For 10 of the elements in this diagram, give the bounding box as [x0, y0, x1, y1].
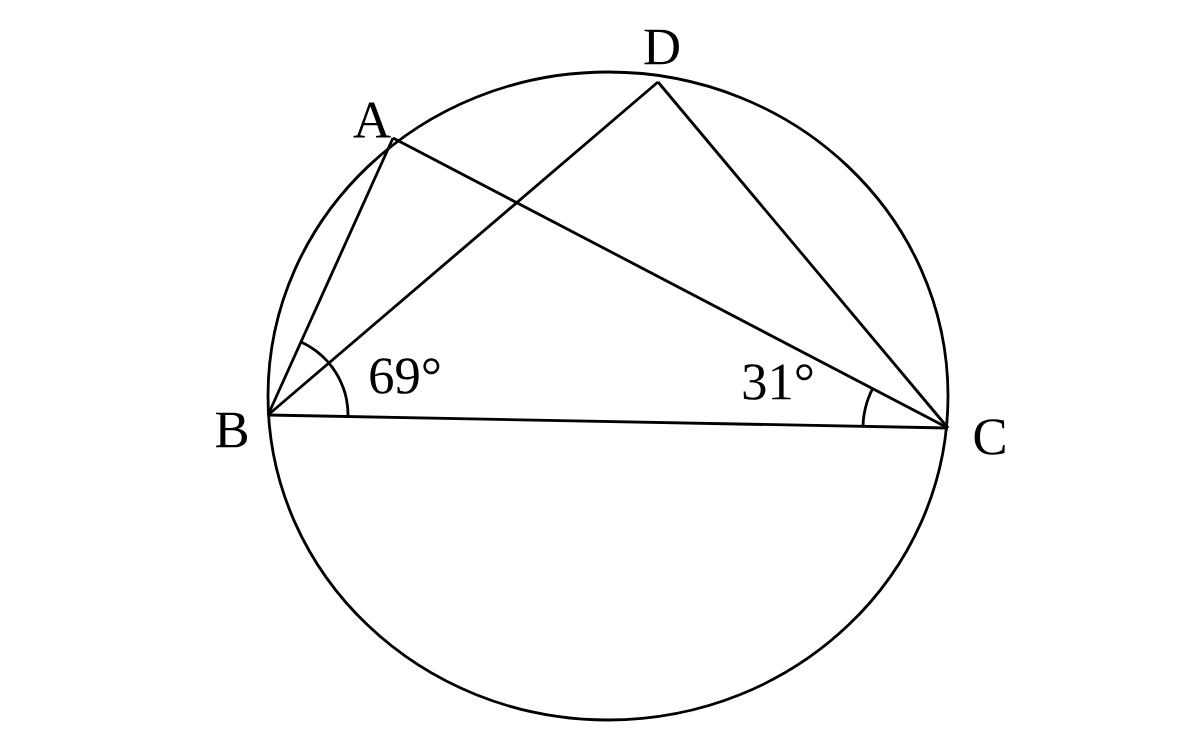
line-segment	[268, 413, 949, 430]
line-segment	[266, 137, 395, 416]
point-label: A	[353, 102, 391, 138]
line-segment	[656, 81, 950, 429]
angle-label: 69°	[370, 358, 440, 394]
line-segment	[267, 80, 659, 417]
angle-label: 31°	[743, 364, 813, 400]
point-label: D	[644, 29, 679, 65]
point-label: C	[974, 419, 1005, 455]
point-label: B	[215, 412, 248, 448]
